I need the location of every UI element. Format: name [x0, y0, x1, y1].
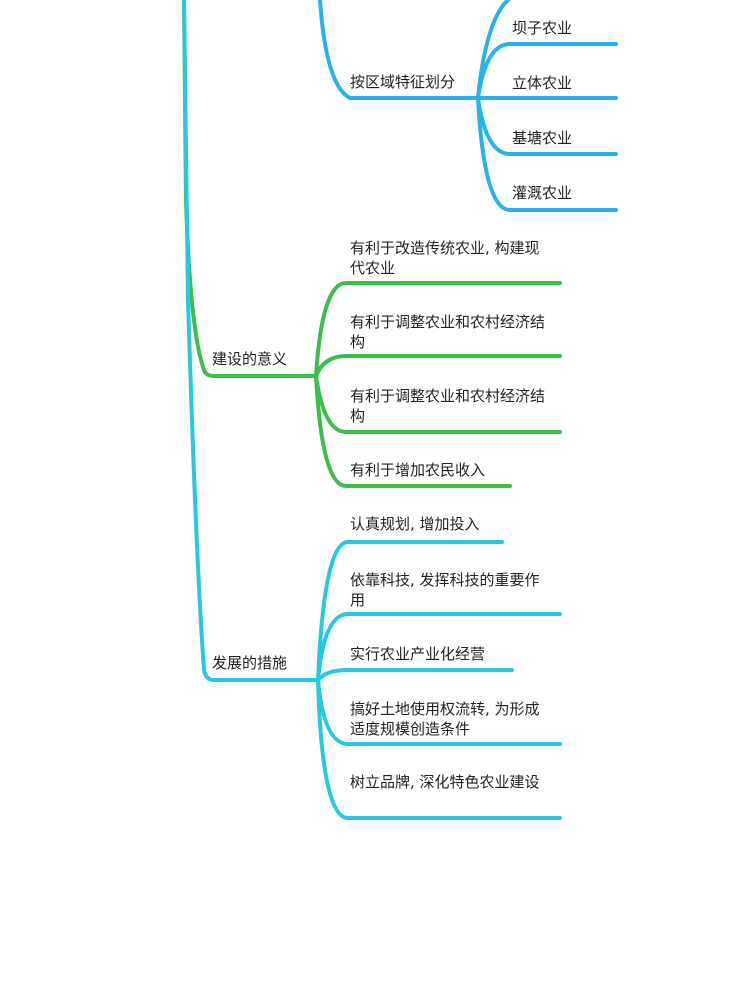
region-leaf-line-4 — [476, 96, 618, 212]
region-leaf-line-1 — [476, 42, 618, 100]
significance-leaf-line-0 — [314, 281, 562, 378]
region-item-3: 灌溉农业 — [512, 184, 573, 202]
region-item-1: 立体农业 — [512, 74, 573, 92]
significance-item-0: 有利于改造传统农业, 构建现代农业 — [350, 239, 540, 277]
measures-item-4: 树立品牌, 深化特色农业建设 — [350, 773, 540, 791]
region-branch-label: 按区域特征划分 — [350, 73, 456, 91]
measures-branch-label: 发展的措施 — [212, 654, 288, 672]
measures-item-3: 搞好土地使用权流转, 为形成适度规模创造条件 — [350, 700, 540, 738]
measures-leaf-line-4 — [316, 678, 562, 820]
significance-leaf-line-1 — [314, 354, 562, 378]
measures-item-2: 实行农业产业化经营 — [350, 645, 486, 663]
trunk-line-green — [182, 0, 318, 378]
measures-item-1: 依靠科技, 发挥科技的重要作用 — [350, 571, 540, 609]
measures-leaf-line-1 — [316, 612, 562, 682]
significance-item-3: 有利于增加农民收入 — [350, 461, 486, 479]
measures-item-0: 认真规划, 增加投入 — [350, 515, 480, 533]
significance-item-1: 有利于调整农业和农村经济结构 — [350, 313, 546, 351]
significance-leaf-line-3 — [314, 374, 512, 488]
region-item-2: 基塘农业 — [512, 129, 573, 147]
measures-leaf-line-0 — [316, 540, 504, 682]
significance-item-2: 有利于调整农业和农村经济结构 — [350, 387, 546, 425]
region-branch-line — [318, 0, 480, 100]
measures-leaf-line-2 — [316, 668, 514, 682]
region-item-0: 坝子农业 — [512, 19, 573, 37]
significance-branch-label: 建设的意义 — [212, 350, 288, 368]
trunk-line-cyan — [182, 0, 320, 682]
